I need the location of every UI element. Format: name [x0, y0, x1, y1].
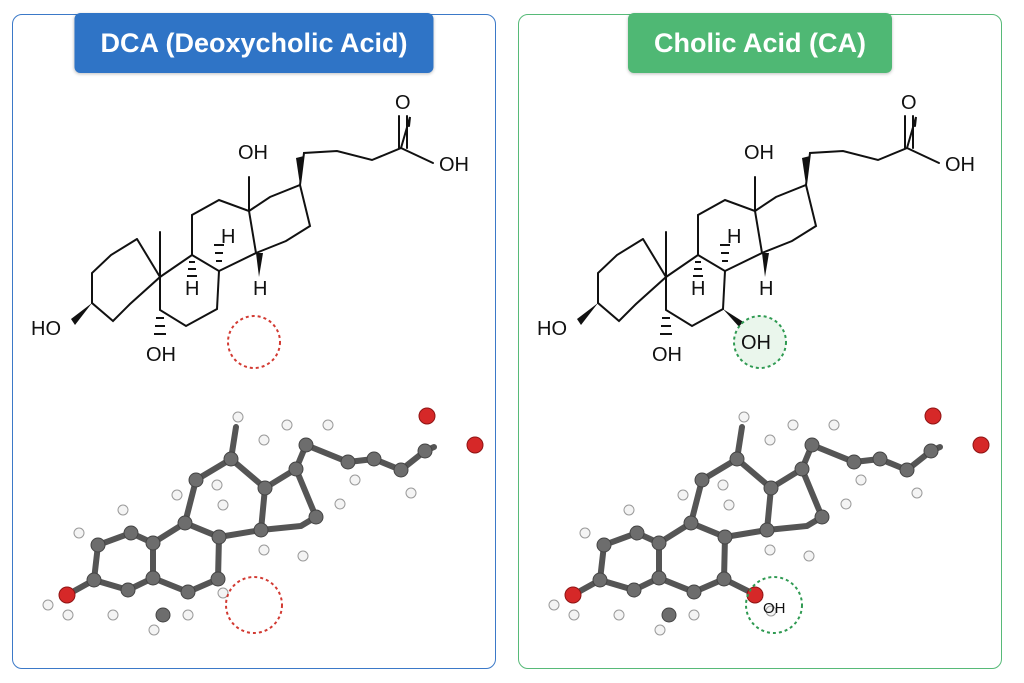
dca-label-h-mid: H — [185, 278, 199, 300]
ca-label-h-right: H — [759, 278, 773, 300]
ca-label-c7-oh: OH — [741, 332, 771, 354]
dca-label-ho-left: HO — [31, 318, 61, 340]
dca-label-oh-acid: OH — [439, 154, 469, 176]
ca-label-ho-left: HO — [537, 318, 567, 340]
dca-model-missing-oh-marker — [225, 576, 283, 634]
dca-label-o-acid: O — [395, 92, 411, 114]
dca-title: DCA (Deoxycholic Acid) — [74, 13, 434, 73]
ca-model-c7-oh-marker — [745, 576, 803, 634]
ca-structural-formula: OH OH O HO OH H H H OH — [537, 92, 975, 369]
ca-title: Cholic Acid (CA) — [628, 13, 892, 73]
dca-missing-oh-marker — [227, 315, 281, 369]
dca-label-h-right: H — [253, 278, 267, 300]
dca-label-oh-top: OH — [238, 142, 268, 164]
ca-c7-oh-marker — [733, 315, 787, 369]
ca-label-h-upper: H — [727, 226, 741, 248]
ca-label-oh-top: OH — [744, 142, 774, 164]
dca-label-oh-bottom: OH — [146, 344, 176, 366]
ca-model-label-c7-oh: OH — [763, 600, 786, 617]
ca-label-oh-acid: OH — [945, 154, 975, 176]
ca-label-o-acid: O — [901, 92, 917, 114]
dca-label-h-upper: H — [221, 226, 235, 248]
ca-panel: Cholic Acid (CA) OH OH O HO OH H H — [518, 13, 1002, 669]
dca-ball-stick-model — [42, 407, 484, 636]
ca-label-h-mid: H — [691, 278, 705, 300]
dca-panel: DCA (Deoxycholic Acid) — [12, 13, 496, 669]
ca-ball-stick-model: OH — [548, 407, 990, 636]
dca-structural-formula: OH OH O HO OH H H H — [31, 92, 469, 369]
ca-label-oh-bottom: OH — [652, 344, 682, 366]
